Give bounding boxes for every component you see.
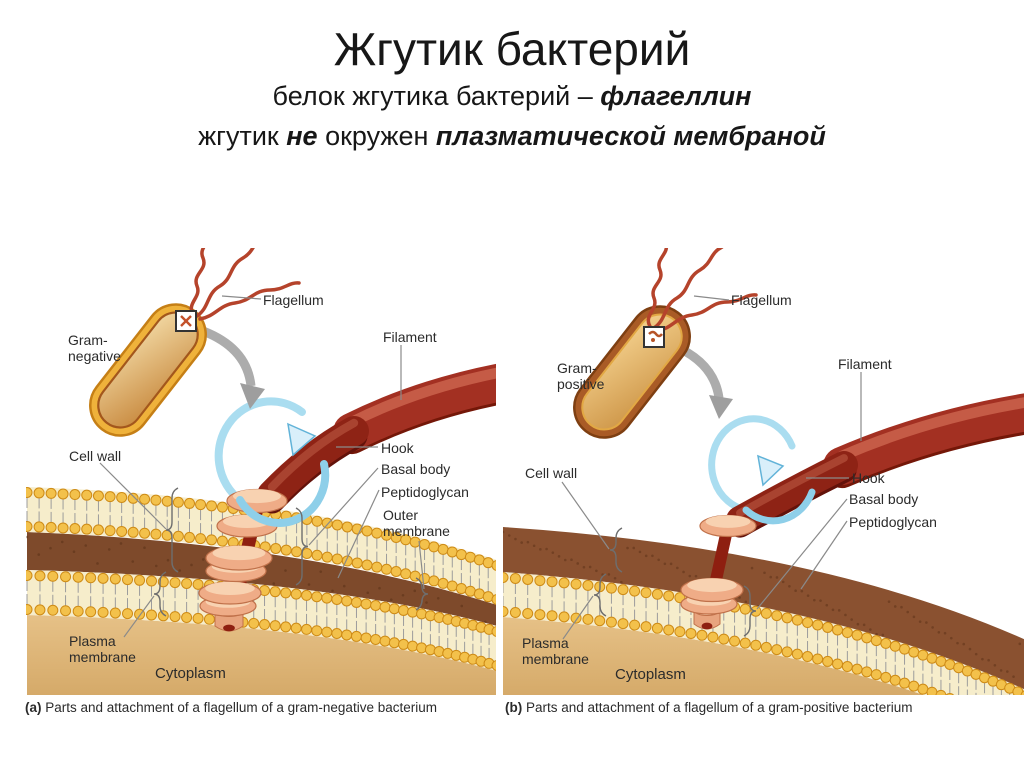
caption-a: (a) Parts and attachment of a flagellum … [25, 700, 437, 715]
label-flagellum-a: Flagellum [263, 292, 324, 308]
label-hook-b: Hook [852, 470, 885, 486]
label-gram-negative-line2: negative [68, 348, 121, 364]
label-outer-membrane-line2: membrane [383, 523, 450, 539]
label-plasma-membrane-b: Plasma membrane [522, 635, 589, 667]
subtitle2-emphasis1: не [286, 121, 318, 151]
slide-title: Жгутик бактерий [333, 23, 691, 75]
label-peptidoglycan-a: Peptidoglycan [381, 484, 469, 500]
flagella [189, 248, 301, 321]
label-filament-b: Filament [838, 356, 892, 372]
label-gram-positive-line2: positive [557, 376, 605, 392]
subtitle2-text1: жгутик [198, 121, 287, 151]
label-filament-a: Filament [383, 329, 437, 345]
label-plasma-membrane-a-line1: Plasma [69, 633, 116, 649]
subtitle-line-1: белок жгутика бактерий – флагеллин [0, 76, 1024, 116]
label-plasma-membrane-b-line1: Plasma [522, 635, 569, 651]
subtitle-line-2: жгутик не окружен плазматической мембран… [0, 116, 1024, 156]
label-gram-positive-line1: Gram- [557, 360, 597, 376]
label-cell-wall-a: Cell wall [69, 448, 122, 464]
label-gram-negative-line1: Gram- [68, 332, 108, 348]
label-cell-wall-b: Cell wall [525, 465, 578, 481]
subtitle2-emphasis2: плазматической мембраной [435, 121, 826, 151]
caption-b: (b) Parts and attachment of a flagellum … [505, 700, 912, 715]
label-peptidoglycan-b: Peptidoglycan [849, 514, 937, 530]
panel-a-art [26, 248, 496, 695]
label-outer-membrane-a: Outer membrane [383, 507, 450, 539]
label-plasma-membrane-b-line2: membrane [522, 651, 589, 667]
caption-b-tag: (b) [505, 700, 523, 715]
panel-b-art [503, 248, 1024, 695]
caption-a-text: Parts and attachment of a flagellum of a… [45, 700, 437, 715]
label-plasma-membrane-a-line2: membrane [69, 649, 136, 665]
label-gram-positive: Gram- positive [557, 360, 604, 392]
caption-a-tag: (a) [25, 700, 42, 715]
title-block: Жгутик бактерий белок жгутика бактерий –… [0, 22, 1024, 156]
label-hook-a: Hook [381, 440, 414, 456]
flagella [646, 248, 758, 333]
label-gram-negative: Gram- negative [68, 332, 121, 364]
label-cytoplasm-a: Cytoplasm [155, 665, 226, 682]
label-basal-body-b: Basal body [849, 491, 919, 507]
subtitle2-text2: окружен [317, 121, 436, 151]
caption-b-text: Parts and attachment of a flagellum of a… [526, 700, 913, 715]
label-cytoplasm-b: Cytoplasm [615, 666, 686, 683]
label-outer-membrane-line1: Outer [383, 507, 419, 523]
subtitle1-text: белок жгутика бактерий – [272, 81, 601, 111]
label-basal-body-a: Basal body [381, 461, 451, 477]
label-flagellum-b: Flagellum [731, 292, 792, 308]
subtitle1-emphasis: флагеллин [600, 81, 752, 111]
label-plasma-membrane-a: Plasma membrane [69, 633, 136, 665]
